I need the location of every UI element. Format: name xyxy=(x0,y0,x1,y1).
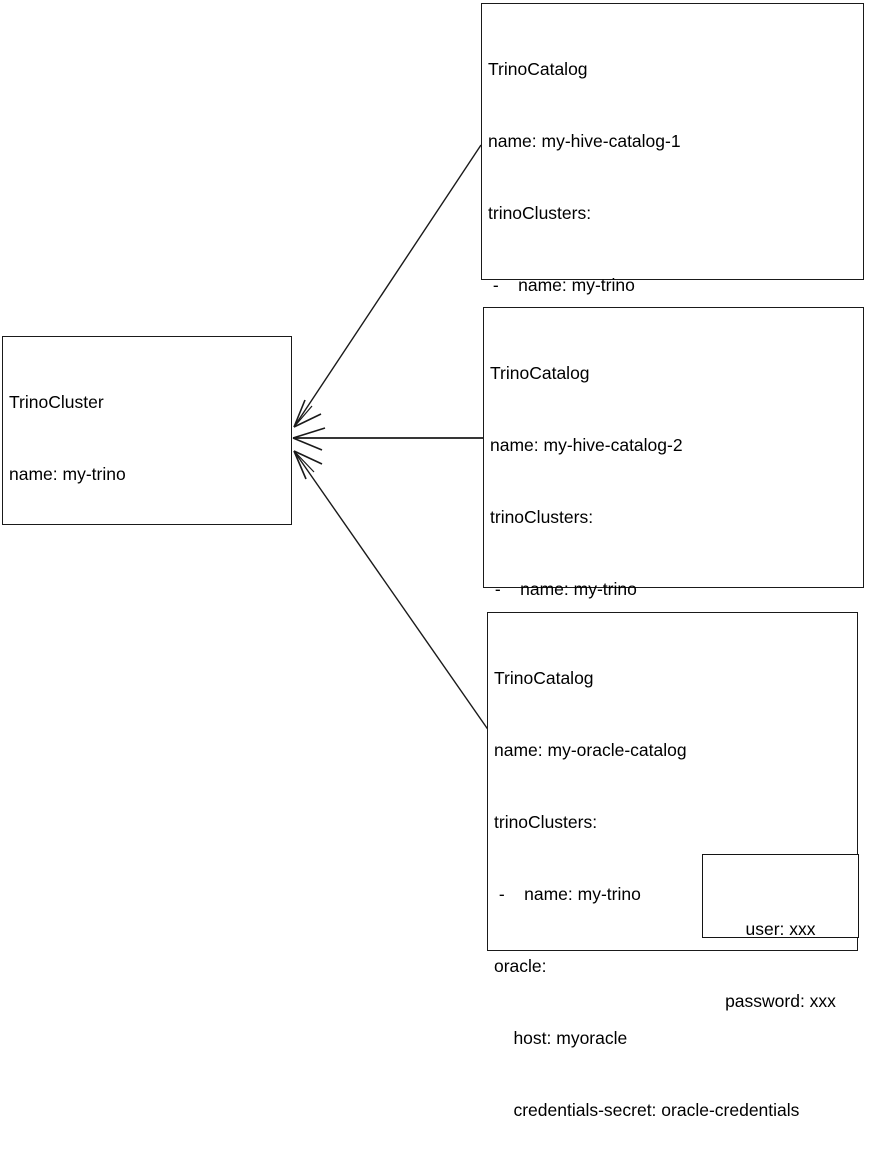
edge-catalog-1-to-cluster xyxy=(292,427,483,451)
edge-catalog-2-to-cluster xyxy=(293,450,490,732)
catalog-0-line-cluster-ref: - name: my-trino xyxy=(488,275,635,295)
catalog-1-line-name: name: my-hive-catalog-2 xyxy=(490,435,683,455)
catalog-0-line-kind: TrinoCatalog xyxy=(488,59,588,79)
catalog-1-line-cluster-ref: - name: my-trino xyxy=(490,579,637,599)
catalog-1-line-kind: TrinoCatalog xyxy=(490,363,590,383)
catalog-1-line-clusters-key: trinoClusters: xyxy=(490,507,594,527)
catalog-2-line-clusters-key: trinoClusters: xyxy=(494,812,598,832)
cluster-line-name: name: my-trino xyxy=(9,464,126,484)
trino-cluster-text: TrinoCluster name: my-trino xyxy=(9,342,126,534)
trino-catalog-node-my-hive-catalog-2[interactable]: TrinoCatalog name: my-hive-catalog-2 tri… xyxy=(483,307,864,887)
secret-line-user: user: xxx xyxy=(745,919,816,939)
trino-catalog-node-my-oracle-catalog[interactable]: TrinoCatalog name: my-oracle-catalog tri… xyxy=(487,612,859,1120)
catalog-2-line-cluster-ref: - name: my-trino xyxy=(494,884,641,904)
trino-cluster-node[interactable]: TrinoCluster name: my-trino xyxy=(2,336,292,525)
oracle-credentials-secret-node[interactable]: user: xxx password: xxx xyxy=(702,854,859,1011)
oracle-credentials-secret-text: user: xxx password: xxx xyxy=(703,869,858,1061)
secret-line-password: password: xxx xyxy=(725,991,836,1011)
cluster-line-kind: TrinoCluster xyxy=(9,392,104,412)
catalog-2-line-credentials: credentials-secret: oracle-credentials xyxy=(494,1100,800,1120)
catalog-0-line-name: name: my-hive-catalog-1 xyxy=(488,131,681,151)
diagram-canvas: TrinoCluster name: my-trino TrinoCatalog… xyxy=(2,3,864,1120)
trino-catalog-node-my-hive-catalog-1[interactable]: TrinoCatalog name: my-hive-catalog-1 tri… xyxy=(481,3,864,655)
edge-catalog-0-to-cluster xyxy=(293,144,482,428)
catalog-2-line-name: name: my-oracle-catalog xyxy=(494,740,687,760)
catalog-2-line-kind: TrinoCatalog xyxy=(494,668,594,688)
catalog-0-line-clusters-key: trinoClusters: xyxy=(488,203,592,223)
